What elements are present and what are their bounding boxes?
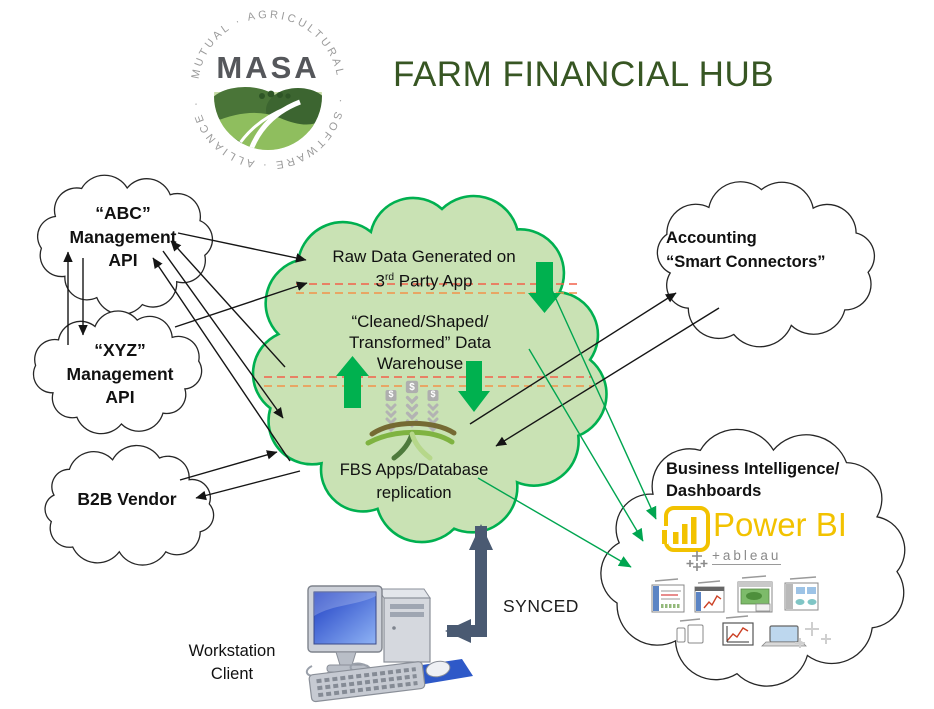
rawdata-line2: 3rd Party App (375, 271, 473, 291)
bi-cloud-label: Business Intelligence/ Dashboards (666, 458, 916, 502)
xyz-cloud-shape (32, 310, 203, 435)
tower-vent (390, 612, 424, 617)
bi-cloud-shape (600, 428, 906, 687)
block-arrow-down-mid-icon (458, 361, 490, 412)
fbs-path-right (409, 431, 433, 461)
xyz-cloud-label: “XYZ” Management API (27, 339, 213, 410)
arrow-hub-to-abc-2 (152, 257, 291, 462)
warehouse-line1: “Cleaned/Shaped/ (351, 312, 489, 331)
arrow-b2b-to-hub (179, 450, 278, 481)
arrow-hub-to-bi-2 (528, 348, 644, 542)
green-connectors (477, 287, 657, 568)
monitor-stand (335, 651, 357, 666)
bi-line2: Dashboards (666, 482, 762, 500)
abc-cloud-label: “ABC” Management API (30, 202, 216, 273)
fbs-line2: replication (376, 484, 452, 502)
hub-cloud-shape (251, 194, 608, 544)
monitor-screen (313, 591, 377, 645)
thumb-mobile-devices (676, 618, 704, 644)
xyz-line1: “XYZ” (94, 340, 146, 360)
hub-rawdata-label: Raw Data Generated on 3rd Party App (294, 246, 554, 292)
workstation-line1: Workstation (188, 642, 276, 660)
black-connectors (63, 232, 720, 501)
abc-line3: API (108, 250, 138, 270)
thumb-line-chart (722, 615, 754, 646)
thumb-report-2 (694, 580, 725, 613)
b2b-cloud-shape (44, 444, 215, 566)
powerbi-icon (660, 506, 710, 552)
arrow-xyz-to-hub (174, 281, 308, 328)
arrow-hub-to-bi-1 (550, 287, 657, 520)
tower-top (377, 588, 431, 599)
xyz-line3: API (105, 387, 135, 407)
workstation-line2: Client (210, 665, 254, 683)
arrow-hub-to-bi-3 (477, 477, 632, 568)
abc-line2: Management (69, 226, 177, 247)
abc-line1: “ABC” (95, 203, 151, 223)
accounting-cloud-shape (656, 181, 876, 348)
tower-vent (390, 604, 424, 609)
arrow-abc-to-hub (162, 250, 284, 419)
workstation-computer (305, 585, 473, 703)
b2b-cloud-label: B2B Vendor (77, 489, 177, 509)
masa-logo: MASA MUTUAL · AGRICULTURAL · SOFTWARE · … (189, 9, 344, 171)
arrow-hub-to-abc-1 (170, 240, 286, 368)
hub-flow-arrows (336, 262, 561, 412)
block-arrow-down-top-icon (528, 262, 561, 313)
warehouse-line3: Warehouse (376, 354, 464, 373)
arrow-hub-to-accounting (469, 292, 677, 425)
xyz-line2: Management (66, 363, 174, 384)
hub-fbs-label: FBS Apps/Database replication (284, 459, 544, 505)
watermark-plus-pattern (795, 622, 831, 648)
abc-cloud-shape (37, 174, 214, 316)
keyboard (308, 661, 426, 703)
page-title: FARM FINANCIAL HUB (393, 55, 775, 94)
mouse (425, 660, 451, 678)
fbs-dollar-icon: $ (388, 389, 393, 399)
accounting-line2: “Smart Connectors” (666, 253, 826, 271)
accounting-cloud-label: Accounting “Smart Connectors” (666, 226, 876, 274)
tableau-wordmark: +ableau (712, 548, 782, 565)
masa-logo-hills (214, 87, 322, 150)
synced-elbow-arrow (445, 524, 493, 643)
thumb-map-report (737, 575, 773, 613)
arrow-abc-to-rawdata (177, 232, 307, 263)
cable (349, 662, 371, 671)
rawdata-line1: Raw Data Generated on (332, 247, 516, 266)
fbs-line1: FBS Apps/Database (339, 461, 489, 479)
fbs-swoosh-olive (369, 420, 457, 437)
synced-label: SYNCED (503, 596, 579, 616)
hub-warehouse-label: “Cleaned/Shaped/ Transformed” Data Wareh… (290, 311, 550, 374)
cloud-shapes (32, 174, 906, 687)
fbs-logo: $ $ $ (365, 379, 457, 461)
tableau-sparkle-icon (686, 551, 708, 571)
fbs-dollar-icon: $ (409, 382, 415, 393)
block-arrow-up-icon (336, 356, 369, 408)
masa-acronym: MASA (216, 50, 319, 85)
fbs-dollar-icon: $ (430, 389, 435, 399)
arrow-accounting-to-hub (495, 307, 720, 447)
thumb-slides-report (784, 576, 819, 611)
bi-line1: Business Intelligence/ (666, 460, 840, 478)
workstation-label: Workstation Client (159, 640, 305, 686)
powerbi-wordmark: Power BI (713, 506, 847, 543)
dashboard-thumbnails (651, 575, 831, 648)
accounting-line1: Accounting (666, 229, 757, 247)
arrow-hub-to-b2b (195, 470, 301, 501)
warehouse-line2: Transformed” Data (348, 333, 492, 352)
thumb-report-1 (651, 578, 685, 613)
